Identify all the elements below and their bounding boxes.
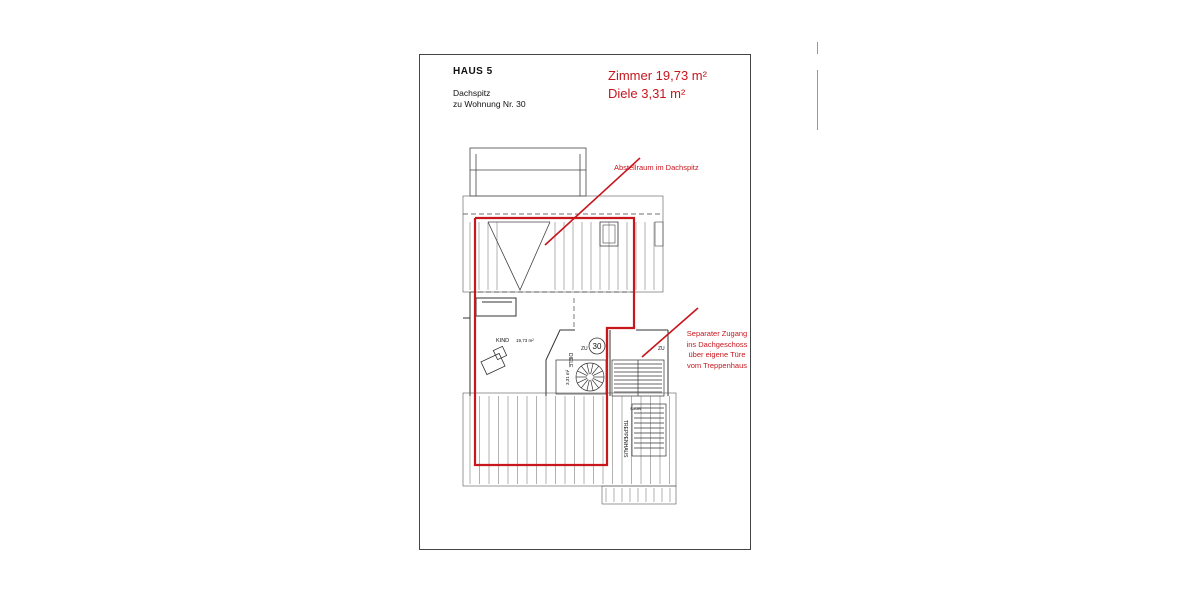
storage-pointer-line xyxy=(544,157,641,246)
access-annotation-line: Separater Zugang xyxy=(686,329,748,338)
unit-subtitle: zu Wohnung Nr. 30 xyxy=(453,99,526,109)
hall-area-note: Diele 3,31 m² xyxy=(608,86,686,101)
room-area-label: 19,73 m² xyxy=(516,338,534,343)
dashed-roof-edges xyxy=(463,213,663,330)
zu-label-right: ZU xyxy=(658,346,665,352)
spiral-tread xyxy=(591,379,600,389)
hall-area-label: 3,31 m² xyxy=(565,369,570,385)
roof-valley-triangle xyxy=(487,221,551,291)
lower-roof-planes xyxy=(462,392,677,487)
skylight xyxy=(599,221,619,247)
spiral-tread xyxy=(580,379,589,389)
spiral-tread xyxy=(592,377,603,384)
unit-number: 30 xyxy=(593,342,602,351)
access-annotation-line: ins Dachgeschoss xyxy=(686,339,748,349)
spiral-tread xyxy=(577,370,588,377)
skylight-frame xyxy=(602,224,616,244)
hall-label: DIELE xyxy=(567,353,573,368)
spiral-tread xyxy=(580,365,589,375)
stairwell-shaft xyxy=(631,403,667,457)
highlight-outline xyxy=(473,216,636,467)
scan-mark xyxy=(817,70,818,130)
spiral-tread xyxy=(586,379,590,391)
room-label: KIND xyxy=(496,338,509,344)
spiral-tread xyxy=(591,365,600,375)
lower-roof-extension xyxy=(601,485,677,505)
walls xyxy=(463,292,669,396)
room-area-note: Zimmer 19,73 m² xyxy=(608,68,707,83)
scan-mark xyxy=(817,42,818,54)
floor-subtitle: Dachspitz xyxy=(453,88,491,98)
stairwell-label: TREPPENHAUS xyxy=(622,420,628,458)
zu-label-left: ZU xyxy=(581,346,588,352)
unit-number-circle xyxy=(588,337,606,355)
desk-furniture xyxy=(480,345,508,376)
skylight-right xyxy=(654,221,664,247)
spiral-tread xyxy=(590,363,594,375)
access-annotation-line: über eigene Türe xyxy=(688,350,746,359)
spiral-tread xyxy=(586,363,590,375)
roof-dormer xyxy=(469,147,587,197)
landing-label: SAUB xyxy=(630,406,641,411)
spiral-tread xyxy=(592,370,603,377)
storage-annotation: Abstellraum im Dachspitz xyxy=(614,163,699,172)
spiral-tread xyxy=(577,377,588,384)
spiral-tread xyxy=(590,379,594,391)
house-title: HAUS 5 xyxy=(453,66,493,77)
stairwell-stair xyxy=(611,359,665,397)
access-annotation-line: vom Treppenhaus xyxy=(686,360,748,370)
access-pointer-line xyxy=(641,307,699,358)
spiral-stair xyxy=(555,359,607,395)
